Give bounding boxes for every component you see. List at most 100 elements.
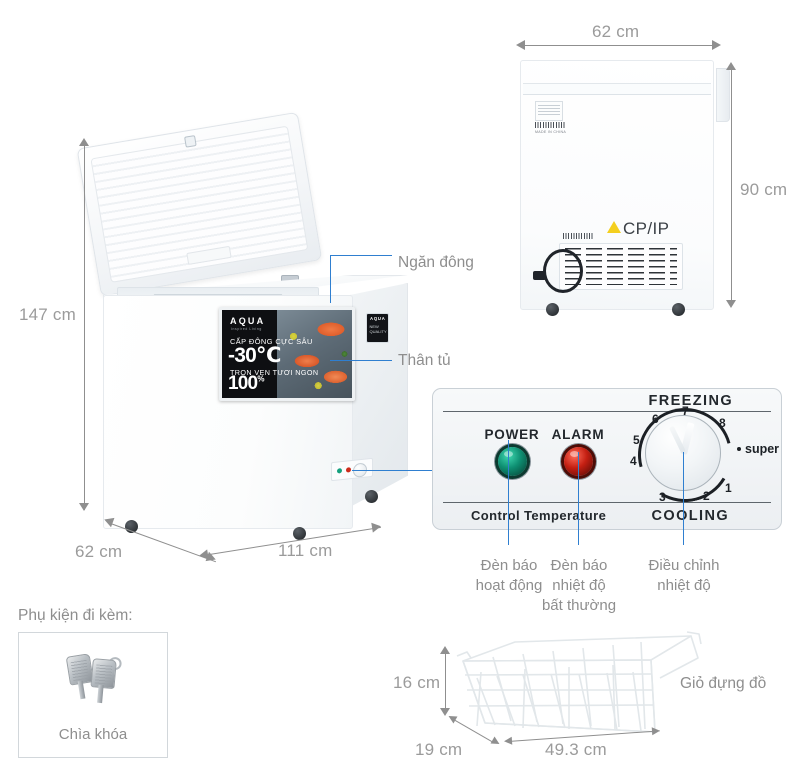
rear-width-line <box>524 45 714 47</box>
leader-freezer-compartment-v <box>330 255 332 303</box>
sticker-percent: 100% <box>228 373 264 394</box>
freezer-lid <box>76 111 323 297</box>
accessories-box: Chìa khóa <box>18 632 168 758</box>
rear-caster-left <box>546 303 559 316</box>
mini-power-led-icon <box>337 468 342 474</box>
power-plug-icon <box>533 271 546 280</box>
callout-power-line1: Đèn báo <box>480 557 538 574</box>
basket-width-arrow-right <box>651 726 661 736</box>
cpip-label: CP/IP <box>623 219 670 238</box>
rear-view: MADE IN CHINA CP/IP <box>520 60 730 316</box>
caster-front-right <box>293 527 306 540</box>
cooling-label: COOLING <box>651 508 729 524</box>
key-shaft-right <box>97 684 104 704</box>
salmon-photo <box>276 310 352 398</box>
power-cord <box>543 249 583 293</box>
callout-power-line2: hoạt động <box>475 577 543 594</box>
callout-alarm-line3: bất thường <box>541 597 617 614</box>
control-temperature-label: Control Temperature <box>471 508 607 523</box>
rear-cabinet: MADE IN CHINA CP/IP <box>520 60 714 310</box>
rear-width-arrow-right <box>712 40 721 50</box>
key-icon-right <box>89 656 123 704</box>
alarm-label: ALARM <box>551 427 605 442</box>
leader-freezer-compartment-h <box>330 255 392 257</box>
dial-number-4: 4 <box>630 454 637 468</box>
sticker-line-2: TRỌN VẸN TƯƠI NGON <box>230 368 319 377</box>
callout-alarm-line1: Đèn báo <box>550 557 608 574</box>
leader-alarm-callout <box>578 452 580 545</box>
badge-logo: AQUA <box>370 316 386 321</box>
callout-power-indicator: Đèn báo hoạt động <box>452 556 566 596</box>
power-indicator: POWER <box>477 427 547 476</box>
rear-height-label: 90 cm <box>740 180 788 199</box>
cp-divider-bottom <box>443 502 771 503</box>
basket-height-line <box>445 652 447 714</box>
rear-height-arrow-top <box>726 62 736 70</box>
sticker-line-1: CẤP ĐÔNG CỰC SÂU <box>230 337 313 346</box>
main-freezer-view: AQUA Inspired Living CẤP ĐÔNG CỰC SÂU -3… <box>76 111 408 545</box>
super-mark-icon <box>737 447 741 451</box>
rear-width-label: 62 cm <box>592 22 640 41</box>
rear-height-line <box>731 68 733 306</box>
rear-lid-tab <box>716 68 730 122</box>
rear-lid-seam <box>523 83 711 95</box>
basket-depth-arrow-end <box>490 736 502 748</box>
accessories-title: Phụ kiện đi kèm: <box>18 607 133 624</box>
width-arrow-right <box>371 521 382 533</box>
power-label: POWER <box>484 427 540 442</box>
height-dimension-line <box>84 142 86 510</box>
basket-depth-label: 19 cm <box>415 740 463 759</box>
basket-wire-drawing <box>456 631 702 733</box>
mini-alarm-led-icon <box>346 467 351 473</box>
callout-alarm-line2: nhiệt độ <box>552 577 606 594</box>
badge-text: NEW QUALITY <box>369 324 387 334</box>
sticker-temperature: -30℃ <box>228 344 281 367</box>
leader-cabinet-body <box>330 360 392 362</box>
warning-triangle-icon <box>607 221 621 233</box>
width-dimension-label: 111 cm <box>278 541 333 560</box>
barcode-upper <box>535 122 565 128</box>
key-shaft-left <box>77 680 86 700</box>
rear-width-arrow-left <box>516 40 525 50</box>
callout-temperature-dial: Điều chỉnh nhiệt độ <box>628 556 740 596</box>
super-label: super <box>745 442 780 456</box>
cp-divider-top <box>443 411 771 412</box>
callout-alarm-indicator: Đèn báo nhiệt độ bất thường <box>524 556 634 616</box>
leader-dial-callout <box>683 452 685 545</box>
annotation-storage-basket: Giỏ đựng đồ <box>680 675 767 692</box>
vent-slats <box>565 248 677 285</box>
compressor-vent-grille <box>559 243 683 290</box>
promo-sticker: AQUA Inspired Living CẤP ĐÔNG CỰC SÂU -3… <box>219 307 355 401</box>
dial-number-2: 2 <box>703 489 710 503</box>
basket-width-arrow-left <box>503 736 513 746</box>
dial-number-5: 5 <box>633 433 640 447</box>
height-dimension-label: 147 cm <box>19 305 76 324</box>
annotation-cabinet-body: Thân tủ <box>398 352 451 369</box>
barcode-lower <box>563 233 593 239</box>
rating-label <box>535 101 563 121</box>
callout-dial-line1: Điều chỉnh <box>648 557 720 574</box>
caster-rear-right <box>365 490 378 503</box>
quality-badge: AQUA NEW QUALITY <box>366 313 389 343</box>
power-lamp-icon <box>497 447 527 476</box>
basket-height-arrow-top <box>440 646 450 654</box>
dial-number-7: 7 <box>682 404 689 418</box>
made-in-text: MADE IN CHINA <box>535 130 567 134</box>
callout-dial-line2: nhiệt độ <box>657 577 711 594</box>
rear-height-arrow-bottom <box>726 300 736 308</box>
sticker-brand-logo: AQUA <box>230 316 266 326</box>
freezing-label: FREEZING <box>648 393 733 409</box>
control-panel-diagram: FREEZING COOLING Control Temperature POW… <box>432 388 782 530</box>
sticker-brand-tagline: Inspired Living <box>231 327 262 331</box>
dial-number-8: 8 <box>719 416 726 430</box>
lid-lock-icon <box>184 135 197 148</box>
rear-caster-right <box>672 303 685 316</box>
depth-dimension-label: 62 cm <box>75 542 123 561</box>
width-arrow-left <box>198 549 209 561</box>
height-arrow-top <box>79 138 89 146</box>
leader-power-callout <box>508 440 510 545</box>
basket-height-arrow-bottom <box>440 708 450 716</box>
height-arrow-bottom <box>79 503 89 511</box>
dial-number-6: 6 <box>652 412 659 426</box>
leader-control-panel <box>352 470 432 472</box>
